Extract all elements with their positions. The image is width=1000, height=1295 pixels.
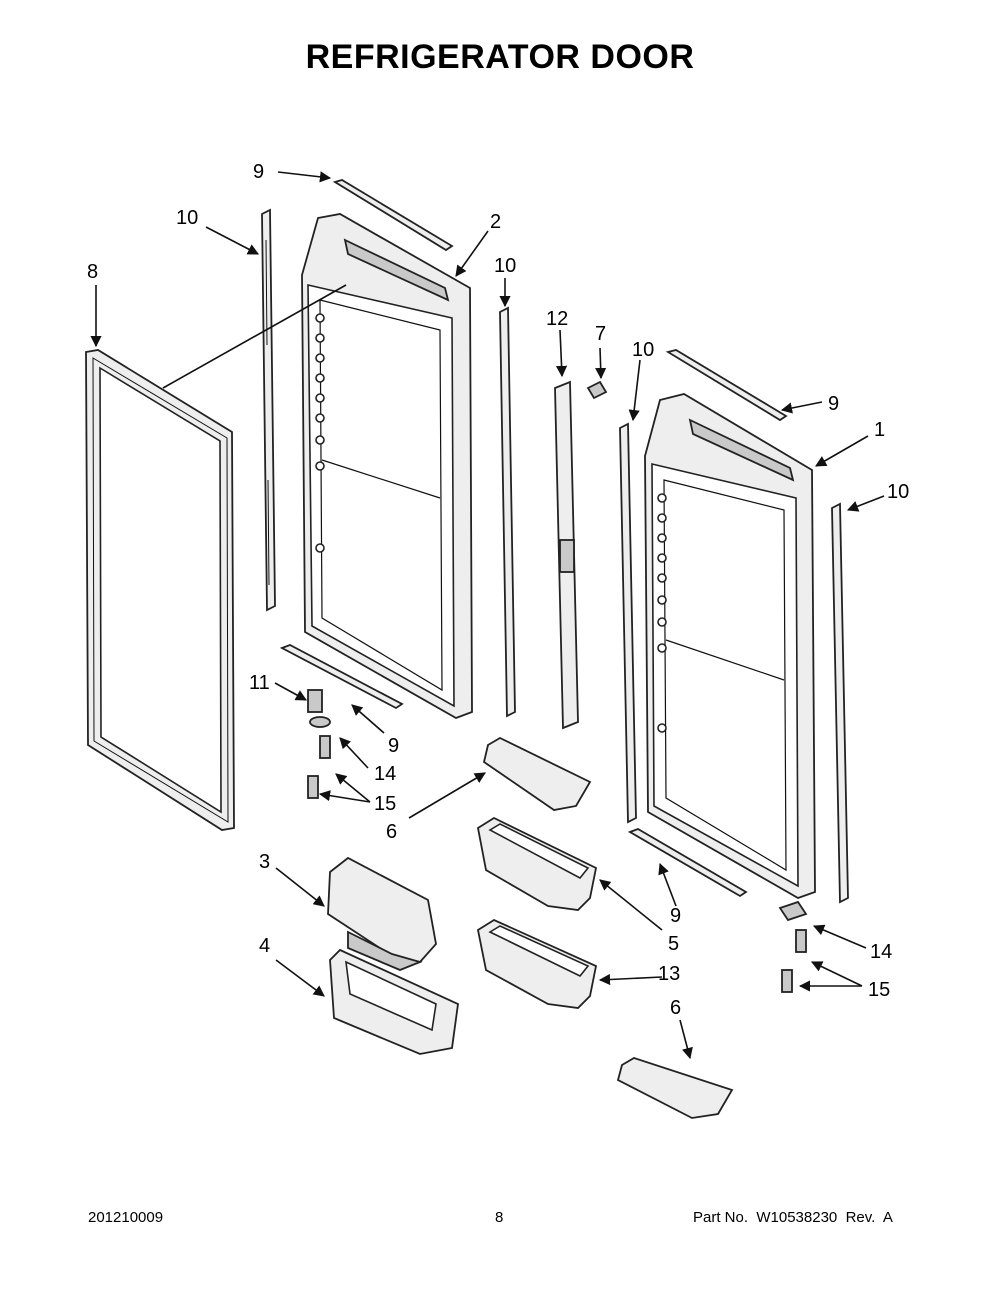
callout-9: 9 [828, 393, 839, 415]
door-trim-strip-right-inner [619, 422, 637, 824]
shelf-cover-upper [482, 736, 592, 811]
callout-labels: 9 10 8 2 10 12 7 10 9 1 10 11 9 14 15 6 … [87, 161, 909, 1019]
callout-14: 14 [870, 941, 892, 963]
door-trim-strip-left-outer [261, 208, 276, 612]
callout-15: 15 [868, 979, 890, 1001]
callout-3: 3 [259, 851, 270, 873]
callout-12: 12 [546, 308, 568, 330]
page-title: REFRIGERATOR DOOR [305, 38, 695, 76]
callout-13: 13 [658, 963, 680, 985]
door-liner-left [301, 213, 473, 719]
leader-lines [90, 171, 885, 1060]
hinge-washer-left [309, 716, 331, 728]
mounting-screw [586, 380, 608, 400]
callout-6: 6 [386, 821, 397, 843]
document-number: 201210009 [88, 1209, 164, 1226]
callout-11: 11 [249, 672, 270, 694]
shelf-clip-holes-right [657, 493, 667, 733]
door-liner-right [644, 393, 816, 899]
callout-9: 9 [670, 905, 681, 927]
callout-9: 9 [388, 735, 399, 757]
shelf-cover-lower [616, 1057, 734, 1119]
door-bottom-trim-left [279, 644, 404, 710]
page-number: 8 [495, 1209, 504, 1226]
hinge-screws-left [307, 735, 331, 799]
dairy-compartment-door [327, 856, 437, 971]
door-bin-lower [476, 918, 598, 1009]
hinge-flipper-assembly [554, 380, 579, 730]
door-top-trim-right [665, 349, 788, 422]
door-trim-strip-left-inner [499, 306, 516, 718]
callout-2: 2 [490, 211, 501, 233]
hinge-bushing [307, 689, 323, 713]
callout-9: 9 [253, 161, 264, 183]
callout-1: 1 [874, 419, 885, 441]
callout-15: 15 [374, 793, 396, 815]
door-top-trim-left [332, 179, 454, 252]
hinge-parts-right [778, 900, 808, 993]
callout-7: 7 [595, 323, 606, 345]
door-bin-upper [477, 816, 598, 911]
dairy-bin [329, 948, 459, 1055]
part-number: Part No. W10538230 Rev. A [693, 1209, 893, 1226]
callout-14: 14 [374, 763, 396, 785]
callout-10: 10 [494, 255, 516, 277]
shelf-clip-holes-left [315, 313, 325, 553]
door-trim-strip-right-outer [831, 502, 849, 904]
callout-10: 10 [887, 481, 909, 503]
door-gasket-left [85, 349, 235, 831]
callout-6: 6 [670, 997, 681, 1019]
door-bottom-trim-right [627, 828, 748, 898]
callout-8: 8 [87, 261, 98, 283]
callout-10: 10 [176, 207, 198, 229]
callout-4: 4 [259, 935, 270, 957]
callout-5: 5 [668, 933, 679, 955]
callout-10: 10 [632, 339, 654, 361]
